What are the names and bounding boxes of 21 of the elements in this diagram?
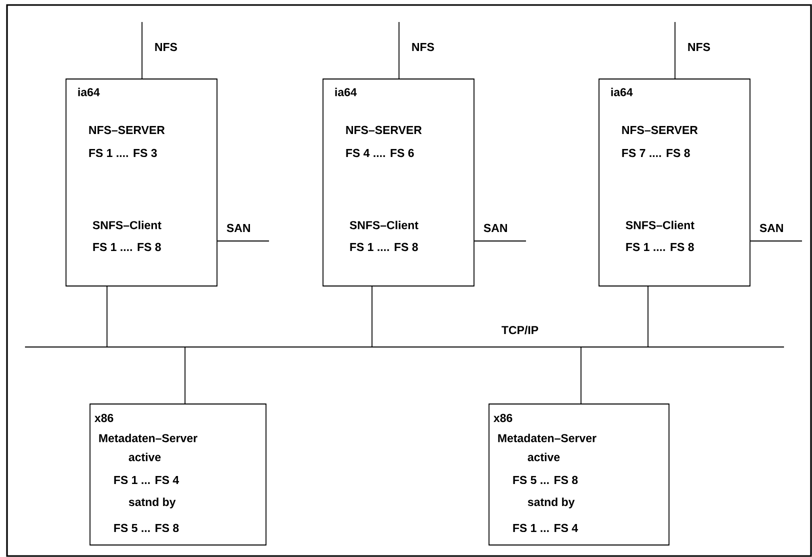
edge-label: NFS — [155, 42, 177, 52]
bus-line — [24, 346, 784, 348]
connector-line — [217, 240, 270, 242]
connector-line — [398, 22, 400, 79]
server-box: ia64 NFS–SERVER FS 7 .... FS 8 SNFS–Client FS 1 .... FS 8 — [598, 78, 750, 286]
edge-label: NFS — [412, 42, 434, 52]
connector-line — [474, 240, 526, 242]
connector-line — [184, 347, 186, 404]
connector-line — [106, 286, 108, 347]
connector-line — [750, 240, 802, 242]
server-box: x86 Metadaten–Server active FS 1 ... FS 4 satnd by FS 5 ... FS 8 — [90, 404, 266, 546]
edge-label: SAN — [760, 224, 783, 232]
edge-label: SAN — [226, 224, 250, 232]
edge-label: SAN — [484, 224, 507, 232]
server-box: ia64 NFS–SERVER FS 4 .... FS 6 SNFS–Client FS 1 .... FS 8 — [322, 78, 474, 286]
connector-line — [580, 347, 582, 404]
network-label: TCP/IP — [502, 326, 538, 334]
connector-line — [674, 22, 676, 79]
server-box: x86 Metadaten–Server active FS 5 ... FS 8 satnd by FS 1 ... FS 4 — [488, 404, 670, 546]
server-box: ia64 NFS–SERVER FS 1 .... FS 3 SNFS–Client FS 1 .... FS 8 — [66, 78, 218, 286]
edge-label: NFS — [688, 42, 710, 52]
